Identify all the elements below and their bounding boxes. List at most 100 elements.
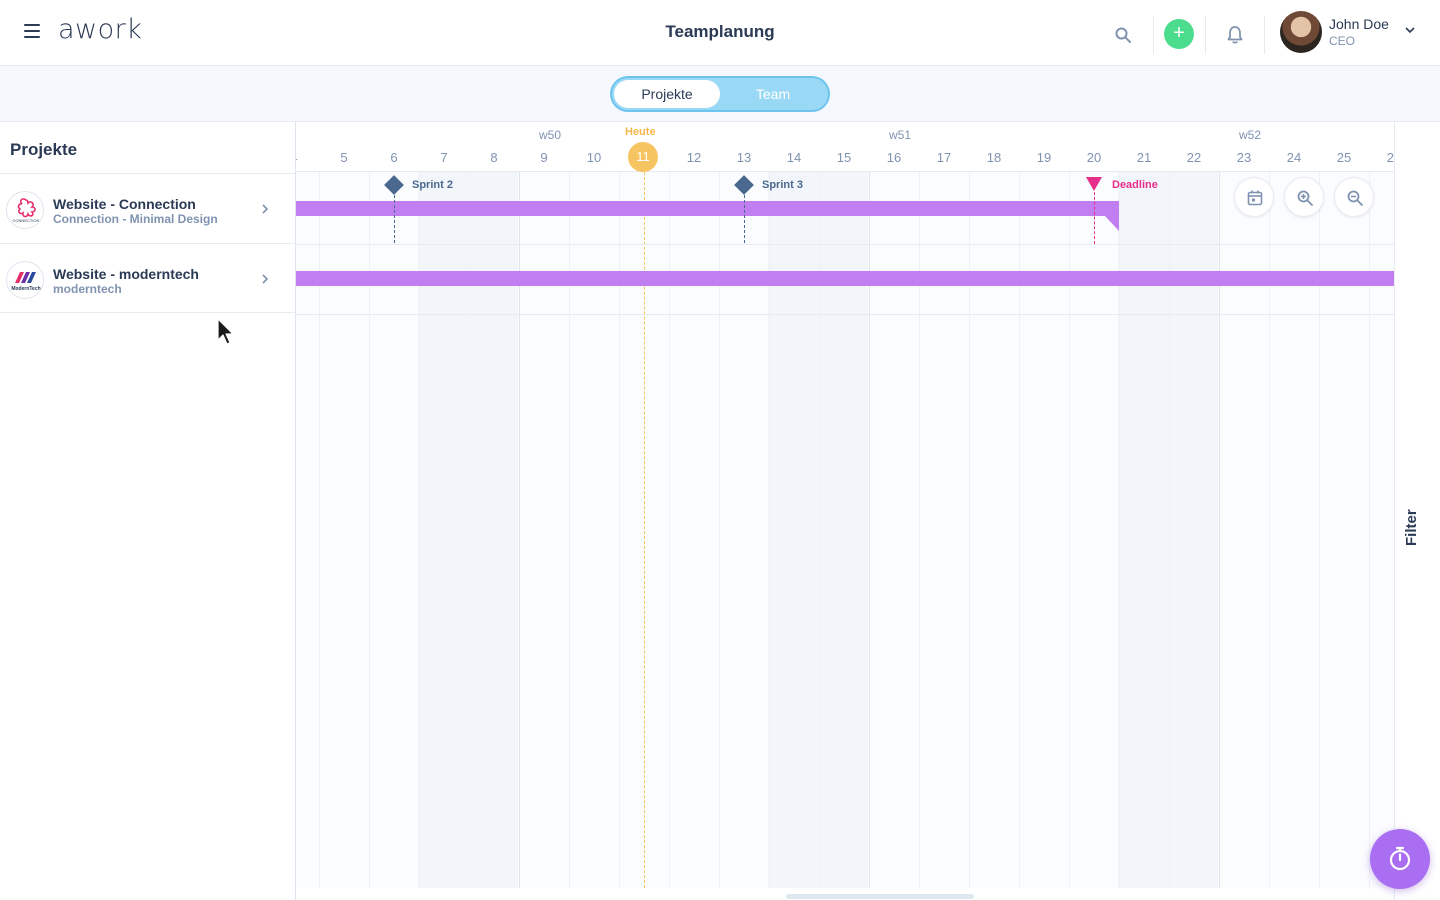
stopwatch-icon <box>1389 846 1411 871</box>
day-gridline <box>369 172 370 888</box>
day-label: 15 <box>836 150 852 165</box>
chevron-right-icon[interactable] <box>260 273 270 285</box>
week-label: w52 <box>1239 128 1262 142</box>
filter-toggle[interactable]: Filter <box>1403 509 1420 546</box>
project-row-connection[interactable]: CONNECTION Website - Connection Connecti… <box>0 173 295 243</box>
filter-panel[interactable]: Filter <box>1394 122 1440 900</box>
app-logo[interactable]: awork <box>58 14 143 45</box>
day-label: 14 <box>786 150 802 165</box>
weekend-shade <box>418 172 518 888</box>
week-gridline <box>519 172 520 888</box>
day-label: 12 <box>686 150 702 165</box>
project-client: Connection - Minimal Design <box>53 212 218 226</box>
day-gridline <box>569 172 570 888</box>
day-label: 9 <box>540 150 548 165</box>
project-list-heading: Projekte <box>10 140 78 159</box>
project-bar-end <box>1105 201 1119 231</box>
milestone-diamond-icon[interactable] <box>384 175 404 195</box>
day-label: 17 <box>936 150 952 165</box>
bell-icon[interactable] <box>1226 25 1244 45</box>
project-client: moderntech <box>53 282 122 296</box>
scrollbar-thumb[interactable] <box>786 894 974 899</box>
week-gridline <box>1219 172 1220 888</box>
day-gridline <box>769 172 770 888</box>
day-gridline <box>1369 172 1370 888</box>
weekend-shade <box>1118 172 1218 888</box>
search-icon[interactable] <box>1114 26 1132 44</box>
week-gridline <box>869 172 870 888</box>
project-row-moderntech[interactable]: ModernTech Website - moderntech modernte… <box>0 243 295 313</box>
day-label: 21 <box>1136 150 1152 165</box>
day-gridline <box>1019 172 1020 888</box>
avatar <box>1280 11 1322 53</box>
chevron-down-icon <box>1405 27 1415 34</box>
top-bar: awork Teamplanung + John Doe CEO <box>0 0 1440 66</box>
calendar-button[interactable] <box>1234 177 1274 217</box>
day-label: 19 <box>1036 150 1052 165</box>
day-label: 20 <box>1086 150 1102 165</box>
user-name: John Doe <box>1329 16 1389 32</box>
day-gridline <box>1319 172 1320 888</box>
deadline-line <box>1094 192 1095 244</box>
zoom-out-button[interactable] <box>1334 177 1374 217</box>
day-label: 24 <box>1286 150 1302 165</box>
milestone-label: Sprint 3 <box>762 179 803 191</box>
project-logo-text: ModernTech <box>11 286 40 292</box>
day-label: 13 <box>736 150 752 165</box>
row-divider <box>296 314 1394 315</box>
milestone-label: Sprint 2 <box>412 179 453 191</box>
user-role: CEO <box>1329 34 1356 48</box>
day-label: 25 <box>1336 150 1352 165</box>
add-button[interactable]: + <box>1164 19 1194 49</box>
day-gridline <box>819 172 820 888</box>
deadline-label: Deadline <box>1112 179 1158 191</box>
project-logo-connection: CONNECTION <box>6 191 44 229</box>
view-toggle: Projekte Team <box>610 76 830 112</box>
day-label: 22 <box>1186 150 1202 165</box>
horizontal-scrollbar[interactable] <box>296 888 1394 900</box>
day-gridline <box>669 172 670 888</box>
day-label: 6 <box>390 150 398 165</box>
zoom-in-icon <box>1297 190 1313 206</box>
divider <box>1205 16 1206 54</box>
project-logo-text: CONNECTION <box>13 218 40 223</box>
project-bar-moderntech[interactable] <box>296 271 1394 286</box>
day-label: 8 <box>490 150 498 165</box>
day-gridline <box>319 172 320 888</box>
today-day[interactable]: 11 <box>628 142 658 172</box>
timeline[interactable]: w50 w51 w52 Heute 4567891012131415161718… <box>296 122 1394 888</box>
chevron-right-icon[interactable] <box>260 203 270 215</box>
day-gridline <box>419 172 420 888</box>
milestone-diamond-icon[interactable] <box>734 175 754 195</box>
project-name: Website - Connection <box>53 196 196 212</box>
day-gridline <box>969 172 970 888</box>
hamburger-menu-icon[interactable] <box>24 24 40 38</box>
day-label: 7 <box>440 150 448 165</box>
divider <box>1264 16 1265 54</box>
timeline-header: w50 w51 w52 Heute 4567891012131415161718… <box>296 122 1394 172</box>
zoom-out-icon <box>1347 190 1363 206</box>
day-gridline <box>1119 172 1120 888</box>
today-label: Heute <box>625 126 656 138</box>
deadline-flag-icon[interactable] <box>1086 177 1102 191</box>
day-label: 16 <box>886 150 902 165</box>
zoom-in-button[interactable] <box>1284 177 1324 217</box>
day-gridline <box>1169 172 1170 888</box>
toggle-projekte[interactable]: Projekte <box>614 80 720 108</box>
today-line <box>644 172 645 888</box>
week-label: w50 <box>539 128 562 142</box>
project-logo-moderntech: ModernTech <box>6 261 44 299</box>
day-label: 10 <box>586 150 602 165</box>
view-bar: Projekte Team <box>0 66 1440 122</box>
milestone-line <box>744 195 745 243</box>
toggle-team[interactable]: Team <box>755 86 791 102</box>
day-label: 5 <box>340 150 348 165</box>
project-bar-connection[interactable] <box>296 201 1108 216</box>
day-gridline <box>719 172 720 888</box>
day-label: 26 <box>1386 150 1394 165</box>
calendar-icon <box>1247 190 1263 206</box>
day-gridline <box>619 172 620 888</box>
user-menu[interactable]: John Doe CEO <box>1280 10 1420 54</box>
milestone-line <box>394 195 395 243</box>
timer-button[interactable] <box>1370 829 1430 889</box>
